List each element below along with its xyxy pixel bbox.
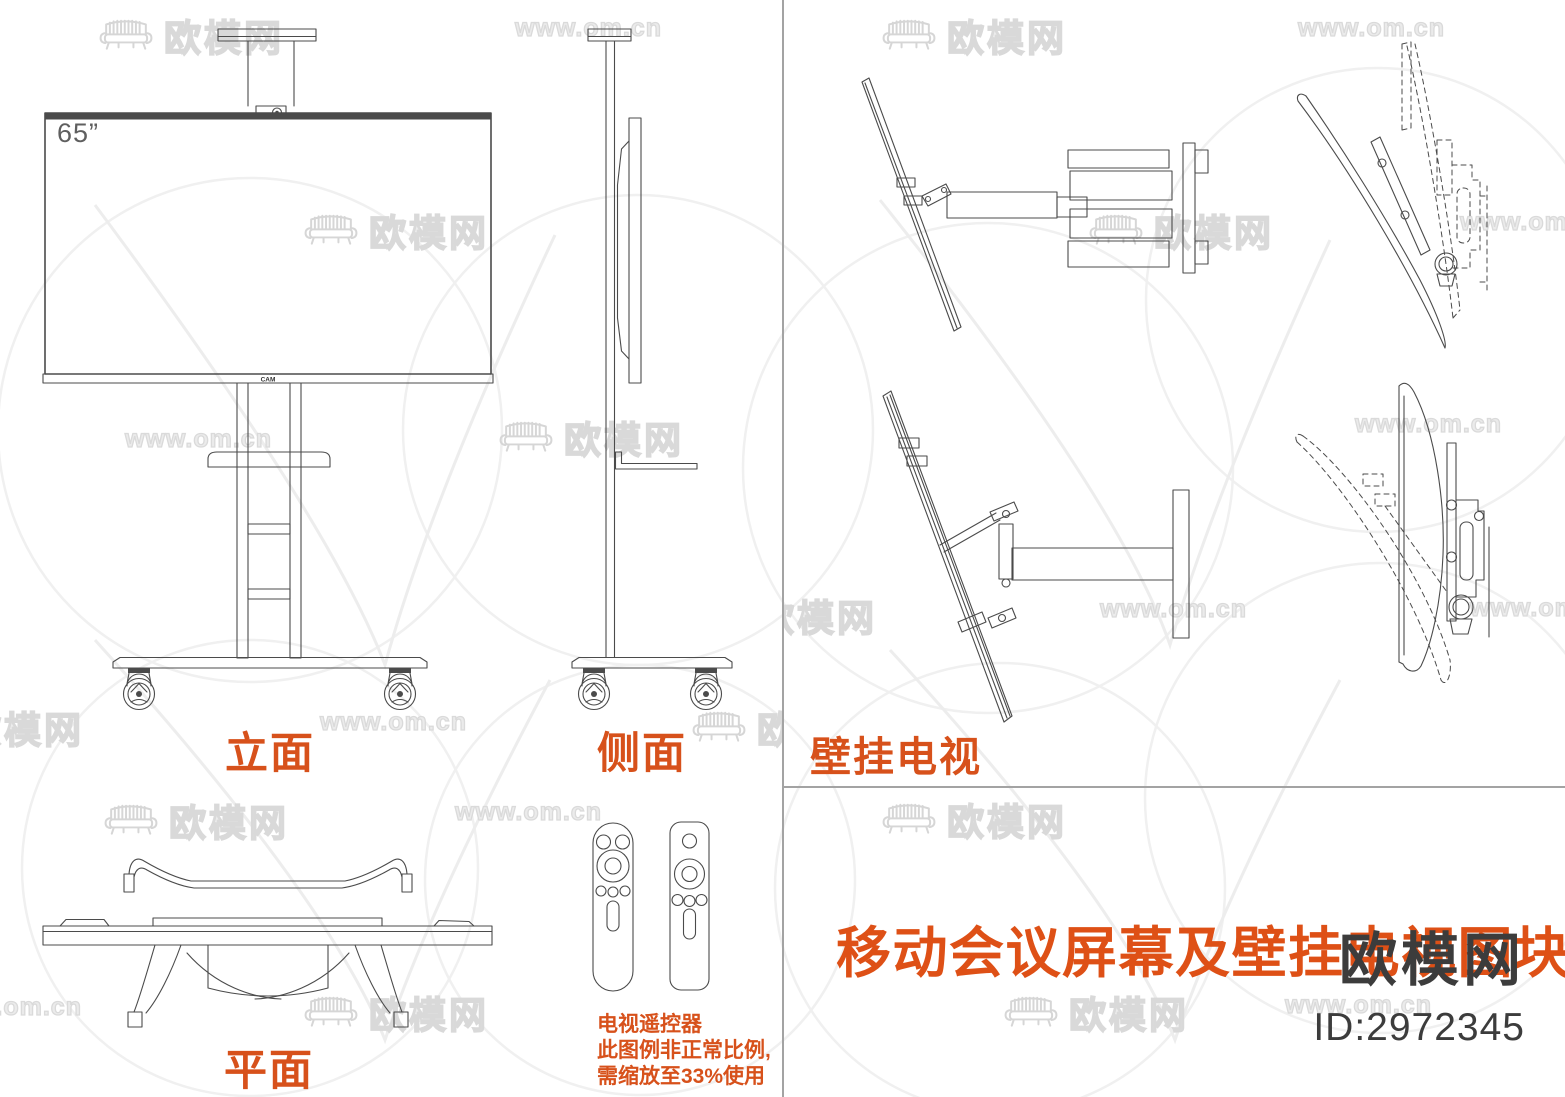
panel-divider-vertical (782, 0, 784, 1097)
panel-divider-horizontal (782, 786, 1565, 788)
watermark-layer-left: 欧模网 www.om.cn www.om.cn 欧模网 www.om.cn 欧模… (0, 0, 782, 1097)
wall-arm-side-view-drawing (882, 390, 1190, 723)
wall-mount-flush-view-drawing (1295, 382, 1490, 683)
site-watermark: 欧模网 ID:2972345 (1313, 930, 1525, 1048)
watermark-brand-logo: 欧模网 (495, 410, 684, 464)
screen-size-label: 65” (57, 118, 100, 148)
watermark-brand-logo: 欧模网 (878, 792, 1067, 846)
plan-view-label: 平面 (224, 1047, 314, 1095)
watermark-url: www.om.cn (454, 797, 602, 826)
watermark-brand-logo: 欧模网 (300, 985, 489, 1039)
watermark-brand-logo: 欧模网 (0, 709, 84, 752)
remote-note-line1: 电视遥控器 (597, 1013, 702, 1036)
watermark-brand-logo: 欧模网 (1000, 985, 1189, 1039)
remote-note: 电视遥控器 此图例非正常比例, 需缩放至33%使用 (597, 1012, 771, 1090)
side-view-label: 侧面 (597, 730, 687, 778)
site-watermark-brand: 欧模网 (1338, 928, 1525, 993)
watermark-layer-right: 欧模网 www.om.cn 欧模网 www.om.cn www.om.cn 欧模… (784, 0, 1565, 1097)
plan-view-drawing (42, 858, 493, 1028)
wall-tv-label: 壁挂电视 (810, 734, 982, 780)
remote-note-line2: 此图例非正常比例, (597, 1039, 771, 1062)
sheet-title: 移动会议屏幕及壁挂电视图块 (836, 922, 1565, 984)
watermark-url: www.om.cn (319, 707, 467, 736)
watermark-brand-logo: 欧模网 (784, 588, 877, 642)
wall-arm-top-view-drawing (861, 77, 1209, 332)
watermark-brand-logo: 欧模网 (1085, 203, 1274, 257)
watermark-url: www.om.cn (1297, 13, 1445, 42)
front-view-label: 立面 (225, 730, 315, 778)
remote-drawings (592, 821, 710, 992)
watermark-brand-logo: 欧模网 (688, 700, 782, 754)
site-watermark-id: ID:2972345 (1313, 1006, 1525, 1049)
watermark-url: www.om.cn (1354, 409, 1502, 438)
watermark-url: www.om.cn (0, 992, 82, 1021)
watermark-brand-logo: 欧模网 (300, 203, 489, 257)
wall-mount-tilt-view-drawing (1296, 41, 1488, 349)
watermark-brand-logo: 欧模网 (100, 793, 289, 847)
cam-label: CAM (261, 377, 276, 384)
watermark-url: www.om.cn (124, 424, 272, 453)
watermark-brand-logo: 欧模网 (95, 8, 284, 62)
side-view-drawing (571, 28, 733, 711)
remote-note-line3: 需缩放至33%使用 (597, 1065, 766, 1088)
watermark-url: www.om.cn (1284, 990, 1432, 1019)
front-view-drawing: CAM (42, 28, 494, 711)
watermark-url: www.om.cn (1469, 593, 1565, 622)
watermark-url: www.om.cn (1459, 207, 1565, 236)
watermark-brand-logo: 欧模网 (878, 8, 1067, 62)
